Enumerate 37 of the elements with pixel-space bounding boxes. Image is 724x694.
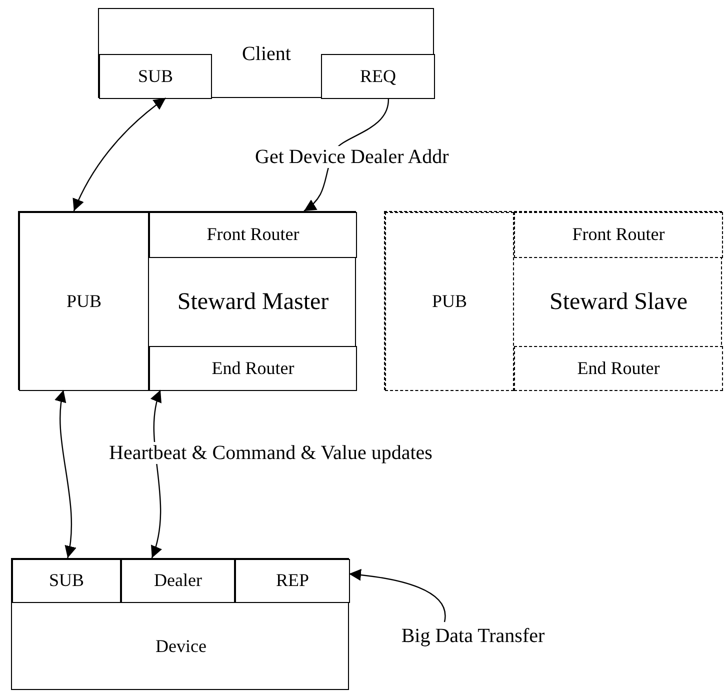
port-box bbox=[19, 212, 149, 391]
port-label: REQ bbox=[360, 66, 396, 86]
arrow bbox=[55, 390, 76, 558]
port-box bbox=[514, 212, 723, 258]
port-box bbox=[235, 559, 350, 603]
port-box bbox=[149, 212, 357, 258]
component-title: Client bbox=[242, 43, 291, 65]
port-label: REP bbox=[276, 571, 309, 591]
port-label: Dealer bbox=[154, 571, 202, 591]
arrow bbox=[150, 390, 163, 558]
component-box bbox=[98, 8, 434, 98]
component-box bbox=[18, 211, 356, 390]
port-box bbox=[12, 559, 121, 603]
component-box bbox=[11, 558, 349, 690]
component-title: Steward Master bbox=[177, 288, 329, 316]
arrow bbox=[348, 569, 446, 622]
port-label: Front Router bbox=[572, 225, 665, 245]
port-label: PUB bbox=[432, 292, 467, 312]
annotation-text: Big Data Transfer bbox=[401, 625, 545, 647]
component-title: Device bbox=[156, 637, 206, 657]
port-label: End Router bbox=[212, 358, 294, 378]
port-box bbox=[99, 54, 212, 99]
component-box bbox=[384, 211, 722, 390]
note-text: Heartbeat & Command & Value updates bbox=[109, 442, 432, 464]
port-label: Front Router bbox=[206, 225, 300, 245]
component-title: Steward Slave bbox=[550, 288, 688, 316]
port-label: SUB bbox=[48, 571, 84, 591]
port-box bbox=[121, 559, 235, 603]
port-label: PUB bbox=[66, 292, 102, 312]
edge-label: Get Device Dealer Addr bbox=[255, 146, 449, 168]
port-box bbox=[321, 54, 435, 99]
port-label: SUB bbox=[138, 66, 173, 86]
port-label: End Router bbox=[577, 358, 660, 378]
port-box bbox=[385, 212, 514, 391]
arrow bbox=[73, 98, 166, 212]
port-box bbox=[149, 346, 357, 391]
port-box bbox=[514, 346, 723, 391]
